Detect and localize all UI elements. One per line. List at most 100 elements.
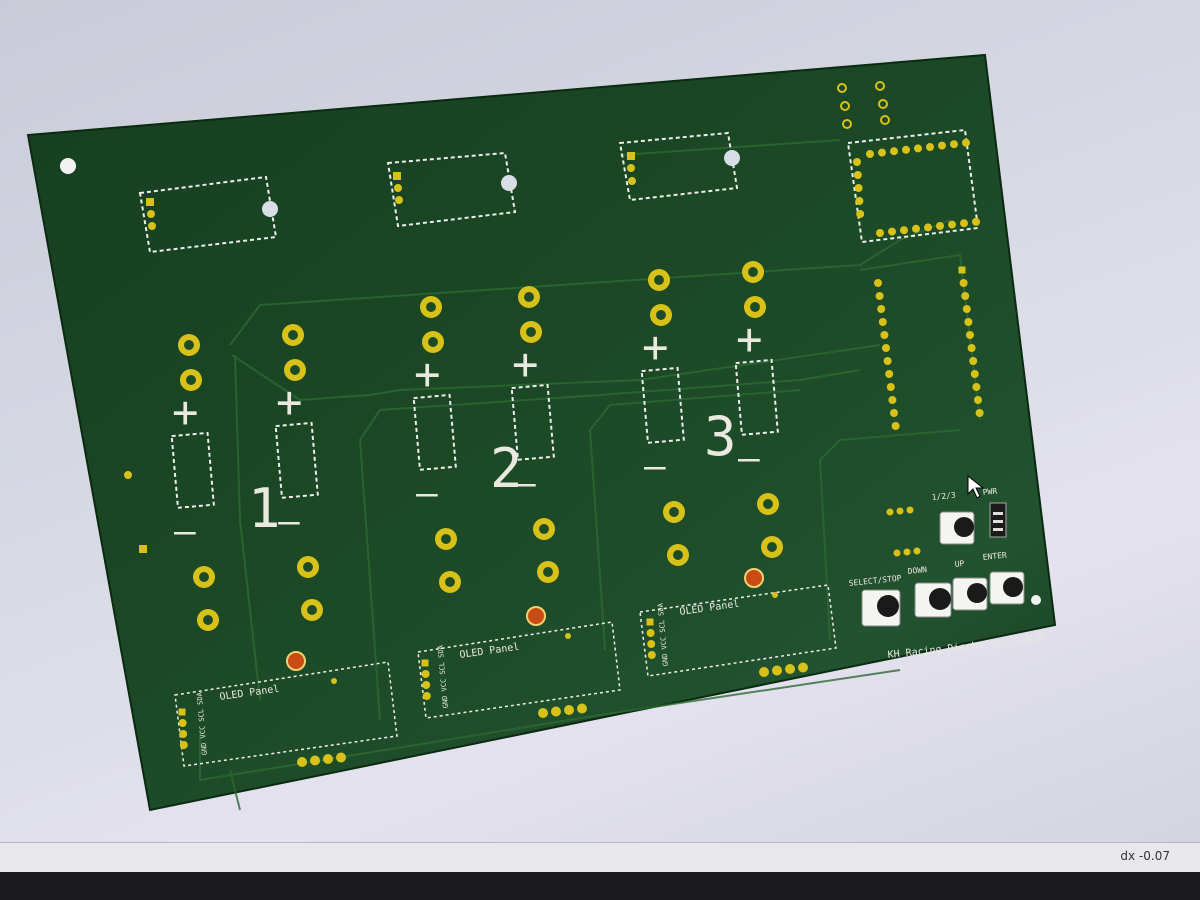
minus-sign: — xyxy=(278,501,300,542)
svg-text:1/2/3: 1/2/3 xyxy=(931,491,956,502)
mcu-footprint xyxy=(846,128,980,244)
button-enter[interactable]: ENTER xyxy=(982,551,1025,605)
header-pin xyxy=(969,357,978,365)
header-pin xyxy=(798,662,808,673)
oled-pin xyxy=(421,670,430,678)
header-pin xyxy=(959,279,968,287)
plus-sign: + xyxy=(414,349,441,400)
header-pin xyxy=(893,549,901,557)
header-pin xyxy=(310,755,320,766)
header-pin xyxy=(967,344,976,352)
pad xyxy=(139,545,147,553)
monitor-bezel xyxy=(0,872,1200,900)
header-pin xyxy=(975,409,984,417)
header-pin xyxy=(880,115,890,125)
header-pin xyxy=(962,305,971,313)
square-pad xyxy=(178,708,186,716)
header-pads-top xyxy=(837,81,890,129)
mcu-pin xyxy=(902,145,910,154)
square-pad xyxy=(958,266,966,274)
dx-readout: dx -0.07 xyxy=(1120,849,1170,863)
mcu-pin xyxy=(853,171,862,179)
header-pin xyxy=(888,396,897,404)
button-up[interactable]: UP xyxy=(952,559,988,611)
minus-sign: — xyxy=(738,438,760,479)
header-pin xyxy=(842,119,852,129)
battery-channel-2: +—+— xyxy=(412,286,559,593)
button-down[interactable]: DOWN xyxy=(907,565,952,618)
header-pin xyxy=(878,99,888,109)
oled-pin xyxy=(179,741,188,749)
battery-channel-1: +—+— xyxy=(170,324,323,631)
header-pin xyxy=(883,357,892,365)
oled-pin xyxy=(646,629,655,637)
header-pin xyxy=(874,279,882,287)
plus-sign: + xyxy=(512,339,539,390)
mcu-pin xyxy=(878,148,886,157)
svg-text:ENTER: ENTER xyxy=(982,551,1007,562)
cell-outline xyxy=(412,393,457,471)
header-pin xyxy=(772,665,782,676)
mcu-pin xyxy=(950,140,958,149)
header-pin xyxy=(966,331,974,339)
status-led-1 xyxy=(286,651,306,671)
top-footprint-2 xyxy=(386,151,517,228)
header-pin xyxy=(964,318,973,326)
mounting-hole xyxy=(60,158,76,174)
pad xyxy=(124,471,132,479)
cell-outline xyxy=(640,366,685,444)
oled-pin xyxy=(178,719,187,727)
top-footprint-1 xyxy=(138,175,278,254)
channel-number-3: 3 xyxy=(704,405,737,468)
header-pin xyxy=(564,705,574,715)
header-pin xyxy=(577,703,587,714)
oled-pin xyxy=(647,651,656,659)
mcu-pin xyxy=(924,223,932,232)
oled-pin xyxy=(179,730,188,738)
mcu-pin xyxy=(962,138,970,147)
top-footprint-3 xyxy=(618,131,740,202)
cell-outline xyxy=(274,421,319,499)
button-channel-select[interactable]: 1/2/3 xyxy=(931,491,975,545)
header-pin xyxy=(538,708,548,718)
header-pin xyxy=(759,667,769,677)
header-pin xyxy=(913,547,921,555)
header-pin xyxy=(840,101,850,111)
cell-outline xyxy=(170,431,215,509)
mcu-pin xyxy=(936,222,944,230)
pcb-viewer-canvas[interactable]: +—+— +—+— +—+— 1 2 3 OLED Panel GND VCC … xyxy=(0,0,1200,860)
mcu-pin xyxy=(854,184,863,192)
header-pin xyxy=(875,81,885,91)
header-pin xyxy=(878,318,887,326)
square-pad xyxy=(421,659,429,667)
mcu-pin xyxy=(926,143,934,151)
header-column-left xyxy=(874,279,900,430)
header-pin xyxy=(323,754,333,764)
minus-sign: — xyxy=(416,473,438,514)
header-pin xyxy=(297,757,307,767)
mcu-pin xyxy=(856,210,865,218)
pcb-outline xyxy=(26,53,1057,812)
header-pin xyxy=(551,706,561,717)
pad xyxy=(331,678,337,684)
header-pin xyxy=(336,752,346,763)
header-column-right xyxy=(958,266,984,417)
pad xyxy=(772,592,778,598)
header-pin xyxy=(961,292,970,300)
cell-outline xyxy=(734,358,779,436)
channel-number-2: 2 xyxy=(490,437,523,500)
oled-pin xyxy=(647,640,656,648)
channel-number-1: 1 xyxy=(248,477,281,540)
copper-traces xyxy=(199,139,981,811)
power-switch[interactable]: PWR xyxy=(982,487,1007,538)
mcu-pin xyxy=(855,197,864,205)
header-pin xyxy=(974,396,982,404)
mcu-pin xyxy=(876,229,884,237)
header-pin xyxy=(882,344,890,352)
pcb-board[interactable]: +—+— +—+— +—+— 1 2 3 OLED Panel GND VCC … xyxy=(0,0,1200,860)
status-led-3 xyxy=(744,568,764,588)
header-pin xyxy=(891,422,900,430)
header-pin xyxy=(890,409,898,417)
mounting-hole xyxy=(1031,595,1041,605)
plus-sign: + xyxy=(172,387,199,438)
